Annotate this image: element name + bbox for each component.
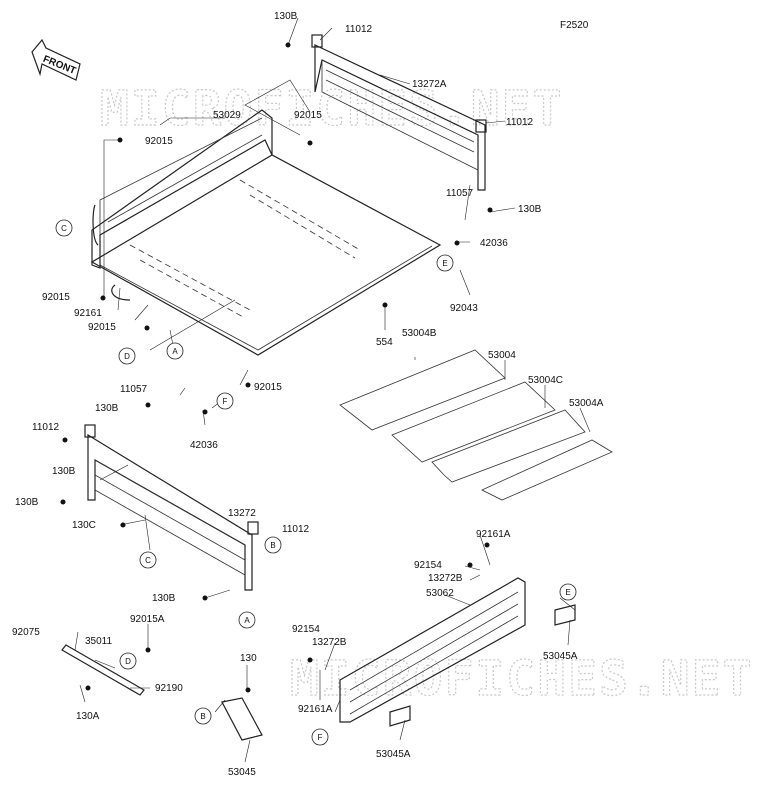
label-92154-left: 92154	[292, 624, 320, 635]
ref-marker-f-upper	[216, 392, 234, 410]
label-13272: 13272	[228, 508, 256, 519]
label-130B-right: 130B	[518, 204, 542, 215]
label-42036-right: 42036	[480, 238, 508, 249]
watermark-bottom: MICROFICHES.NET	[290, 651, 753, 707]
ref-marker-c-upper	[55, 219, 73, 237]
ref-marker-b-right-label: B	[270, 541, 275, 550]
label-11012-top: 11012	[345, 24, 373, 35]
ref-marker-f-upper-label: F	[223, 397, 228, 406]
ref-marker-d-lower	[119, 652, 137, 670]
label-53062: 53062	[426, 588, 454, 599]
rod-35011	[61, 644, 145, 696]
label-53004: 53004	[488, 350, 516, 361]
label-92161A-bottom: 92161A	[298, 704, 333, 715]
diagram-code: F2520	[560, 20, 589, 31]
rear-panel-13272A	[311, 34, 487, 191]
label-130B-bottom: 130B	[152, 593, 176, 604]
label-42036-left: 42036	[190, 440, 218, 451]
side-panel-53029	[91, 109, 273, 301]
ref-marker-c-lower-label: C	[145, 556, 151, 565]
label-53029: 53029	[213, 110, 241, 121]
reference-markers: C E D A F C B A E D B F	[55, 219, 577, 746]
label-53004A: 53004A	[569, 398, 604, 409]
ref-marker-f-lower	[311, 728, 329, 746]
tailgate-53062	[339, 577, 576, 727]
label-13272A: 13272A	[412, 79, 447, 90]
label-11057-left: 11057	[120, 384, 148, 395]
ref-marker-d-lower-label: D	[125, 657, 131, 666]
floor-mats	[339, 349, 613, 501]
label-130B-top: 130B	[274, 11, 298, 22]
label-11012-left: 11012	[32, 422, 60, 433]
label-11012-right: 11012	[506, 117, 534, 128]
part-number-labels: 130B 11012 13272A 11012 92015 53029 9201…	[12, 11, 604, 778]
label-92075: 92075	[12, 627, 40, 638]
label-13272B-left: 13272B	[312, 637, 347, 648]
label-92154-right: 92154	[414, 560, 442, 571]
label-53004C: 53004C	[528, 375, 563, 386]
label-92015-left-lower: 92015	[88, 322, 116, 333]
label-13272B-right: 13272B	[428, 573, 463, 584]
label-11057-right: 11057	[446, 188, 474, 199]
label-130A: 130A	[76, 711, 100, 722]
ref-marker-a-upper	[166, 342, 184, 360]
label-92015-left: 92015	[42, 292, 70, 303]
label-554: 554	[376, 337, 393, 348]
label-92015A: 92015A	[130, 614, 165, 625]
label-53004B: 53004B	[402, 328, 437, 339]
label-130: 130	[240, 653, 257, 664]
label-92015-upper-left: 92015	[145, 136, 173, 147]
front-label: FRONT	[41, 54, 77, 77]
cargo-bed-floor	[90, 154, 442, 356]
label-92015-top: 92015	[294, 110, 322, 121]
ref-marker-e-lower-label: E	[565, 588, 570, 597]
watermark-top: MICROFICHES.NET	[100, 81, 563, 137]
ref-marker-f-lower-label: F	[318, 733, 323, 742]
ref-marker-a-lower-label: A	[244, 616, 250, 625]
leader-lines	[74, 17, 591, 763]
label-92043: 92043	[450, 303, 478, 314]
front-arrow-icon: FRONT	[31, 38, 81, 81]
ref-marker-a-upper-label: A	[172, 347, 178, 356]
label-53045: 53045	[228, 767, 256, 778]
side-panel-13272	[84, 424, 259, 591]
ref-marker-b-lower	[194, 707, 212, 725]
ref-marker-d-upper-label: D	[124, 352, 130, 361]
label-11012-lower: 11012	[282, 524, 310, 535]
label-92161A-top: 92161A	[476, 529, 511, 540]
fastener-dots	[60, 42, 493, 693]
ref-marker-a-lower	[238, 611, 256, 629]
ref-marker-d-upper	[118, 347, 136, 365]
ref-marker-b-lower-label: B	[200, 712, 205, 721]
label-130B-mid: 130B	[95, 403, 119, 414]
ref-marker-e-upper-label: E	[442, 259, 447, 268]
label-130B-left-lower: 130B	[15, 497, 39, 508]
label-92161: 92161	[74, 308, 102, 319]
ref-marker-c-upper-label: C	[61, 224, 67, 233]
label-53045A-right: 53045A	[543, 651, 578, 662]
label-35011: 35011	[85, 636, 113, 647]
ref-marker-e-lower	[559, 583, 577, 601]
ref-marker-e-upper	[436, 254, 454, 272]
label-130B-left: 130B	[52, 466, 76, 477]
label-53045A-bottom: 53045A	[376, 749, 411, 760]
strap-53045	[221, 697, 263, 741]
ref-marker-b-right	[264, 536, 282, 554]
label-92190: 92190	[155, 683, 183, 694]
label-130C: 130C	[72, 520, 96, 531]
ref-marker-c-lower	[139, 551, 157, 569]
label-92015-mid: 92015	[254, 382, 282, 393]
